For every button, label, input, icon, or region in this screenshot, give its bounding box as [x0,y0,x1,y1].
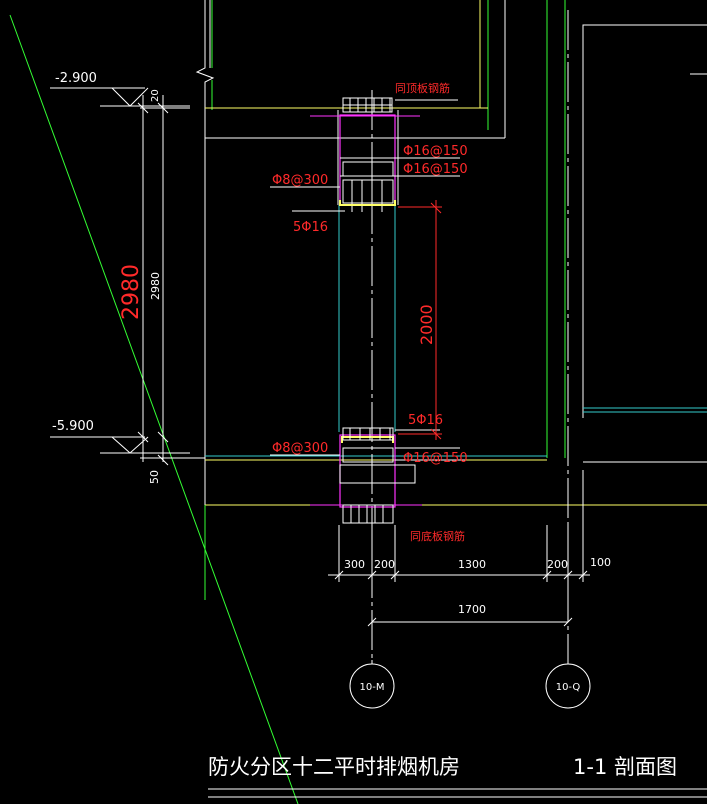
level-top-label: -2.900 [55,71,97,86]
top-slab [205,0,506,205]
dim-top-offset: 20 [150,89,161,102]
diagonal-slope-line [9,14,299,804]
dim-200-left: 200 [374,558,395,571]
dim-200-right: 200 [547,558,568,571]
dim-1300: 1300 [458,558,486,571]
section-title: 1-1 剖面图 [573,755,677,779]
top-long-bar-label: 5Φ16 [293,220,328,235]
dim-100: 100 [590,556,611,569]
top-stirrup-label: Φ8@300 [272,173,328,188]
horizontal-dimension-chain [328,470,590,627]
left-wall [195,0,215,600]
level-marker-top: -2.900 [50,71,190,107]
dim-height-small: 2980 [149,272,162,300]
top-rebar-cage [310,97,460,212]
bottom-rebar-cage [310,427,460,524]
dim-1700: 1700 [458,603,486,616]
level-marker-bottom: -5.900 [50,419,190,454]
wall-height-dimension [398,200,442,440]
top-slab-note: 同顶板钢筋 [395,81,450,95]
dim-height-big: 2980 [119,264,144,320]
dim-bottom-offset: 50 [148,470,161,484]
axis-right-label: 10-Q [556,682,581,693]
axis-left-label: 10-M [360,682,385,693]
dim-wall-height: 2000 [417,304,436,345]
center-wall [338,205,396,432]
level-bottom-label: -5.900 [52,419,94,434]
top-bar-label-1: Φ16@150 [403,144,468,159]
axis-bubble-right: 10-Q [545,660,591,709]
bottom-long-bar-label: 5Φ16 [408,413,443,428]
bottom-slab [165,455,707,600]
axis-bubble-left: 10-M [349,660,395,709]
left-dimension-chain [137,95,190,466]
top-bar-label-2: Φ16@150 [403,162,468,177]
rebar-leaders [270,186,465,461]
bottom-stirrup-label: Φ8@300 [272,441,328,456]
green-walls [211,0,566,458]
room-title: 防火分区十二平时排烟机房 [208,755,460,779]
bottom-slab-note: 同底板钢筋 [410,529,465,543]
right-room-box [582,24,707,463]
dim-300: 300 [344,558,365,571]
bottom-bar-label: Φ16@150 [403,451,468,466]
